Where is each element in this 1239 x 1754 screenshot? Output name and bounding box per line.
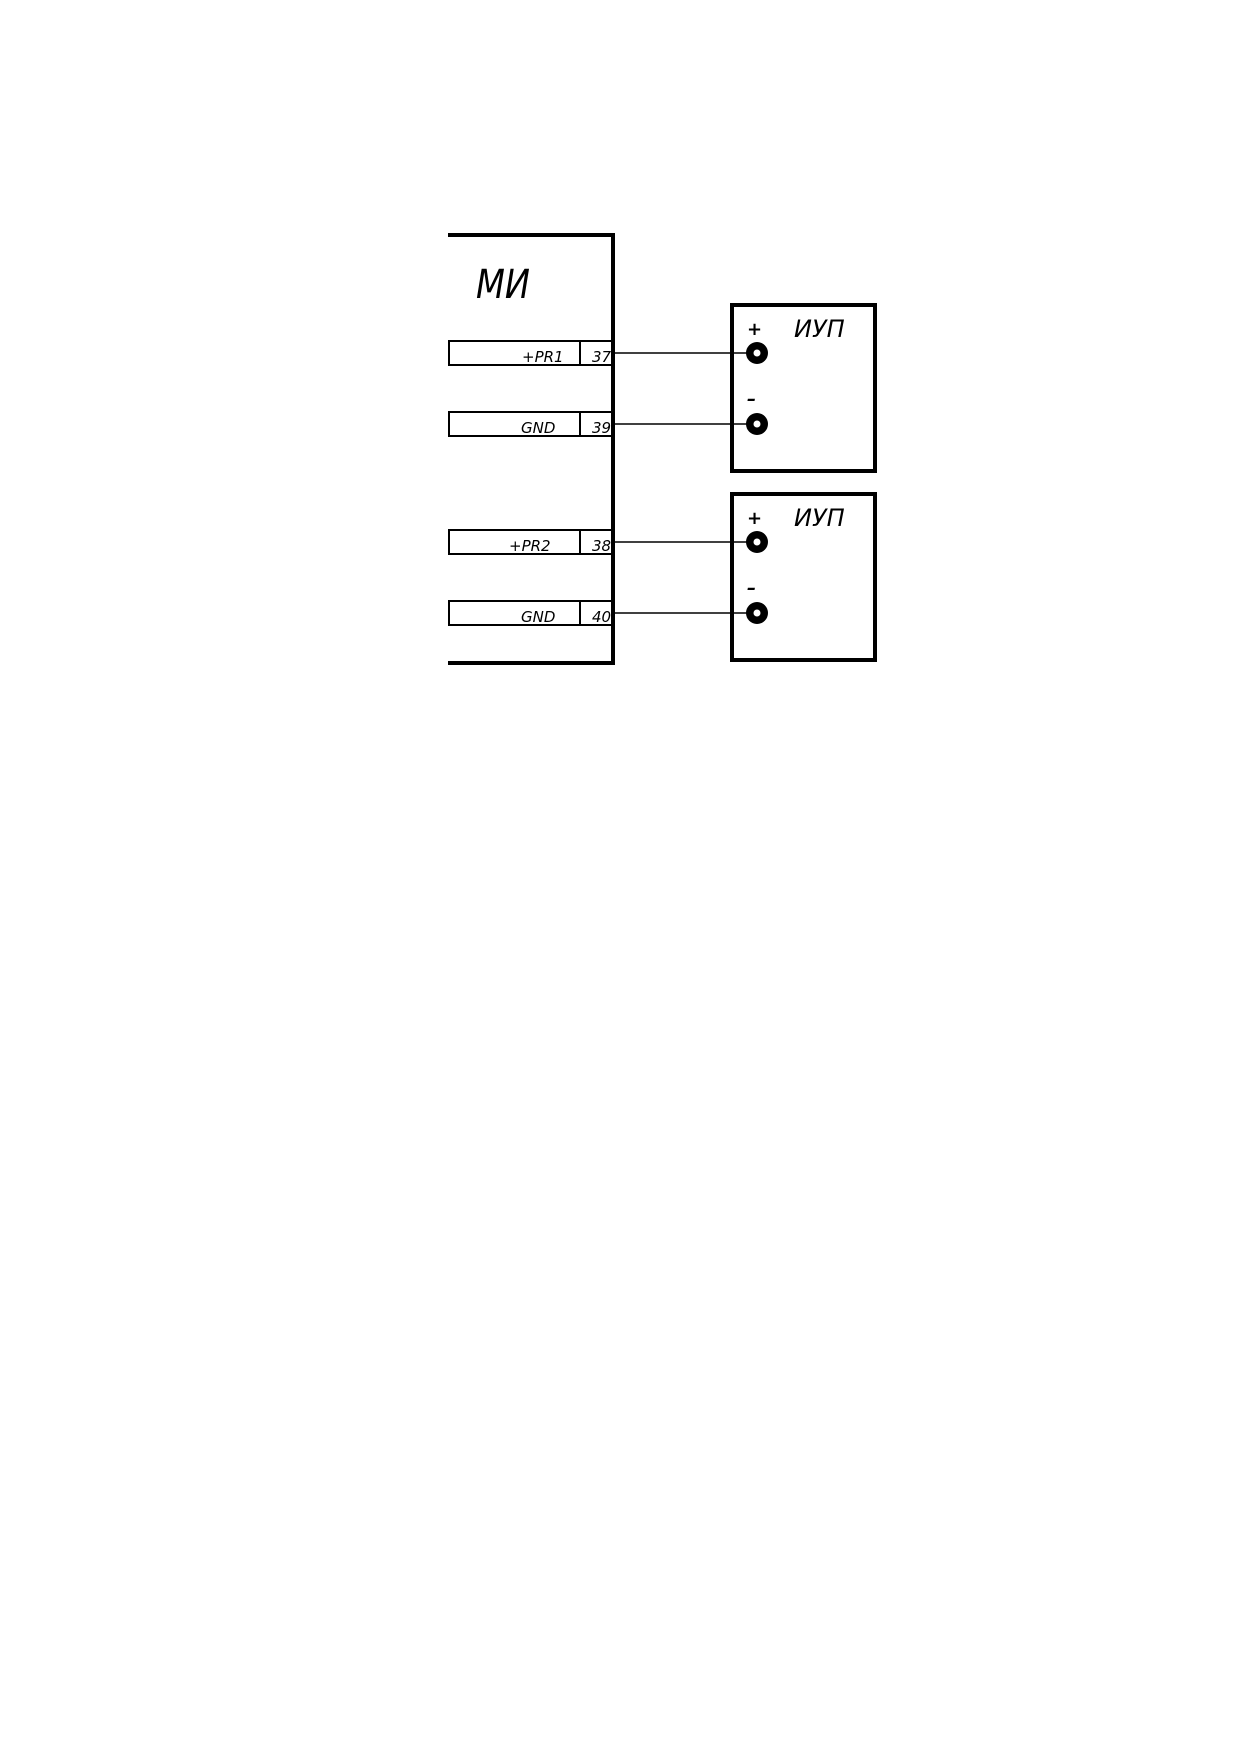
main-unit-title: МИ (476, 262, 530, 308)
device-title: ИУП (794, 504, 845, 532)
minus-label: – (747, 389, 756, 410)
terminal-icon (746, 602, 768, 624)
pin-row-1: +PR1 37 (448, 340, 614, 366)
pin-number-label: 37 (592, 348, 612, 366)
pin-number-label: 39 (592, 419, 611, 437)
device-box-1: ИУП + – (730, 303, 877, 473)
plus-label: + (747, 508, 762, 529)
pin-signal-label: GND (521, 419, 555, 437)
device-title: ИУП (794, 315, 845, 343)
pin-number-label: 40 (592, 608, 611, 626)
pin-row-4: GND 40 (448, 600, 614, 626)
main-unit-outline (448, 233, 615, 665)
terminal-icon (746, 531, 768, 553)
pin-signal-label: +PR2 (509, 537, 551, 555)
terminal-icon (746, 413, 768, 435)
pin-signal-label: +PR1 (522, 348, 564, 366)
device-box-2: ИУП + – (730, 492, 877, 662)
minus-label: – (747, 578, 756, 599)
pin-row-2: GND 39 (448, 411, 614, 437)
pin-number-label: 38 (592, 537, 611, 555)
pin-row-3: +PR2 38 (448, 529, 614, 555)
pin-signal-label: GND (521, 608, 555, 626)
terminal-icon (746, 342, 768, 364)
plus-label: + (747, 319, 762, 340)
